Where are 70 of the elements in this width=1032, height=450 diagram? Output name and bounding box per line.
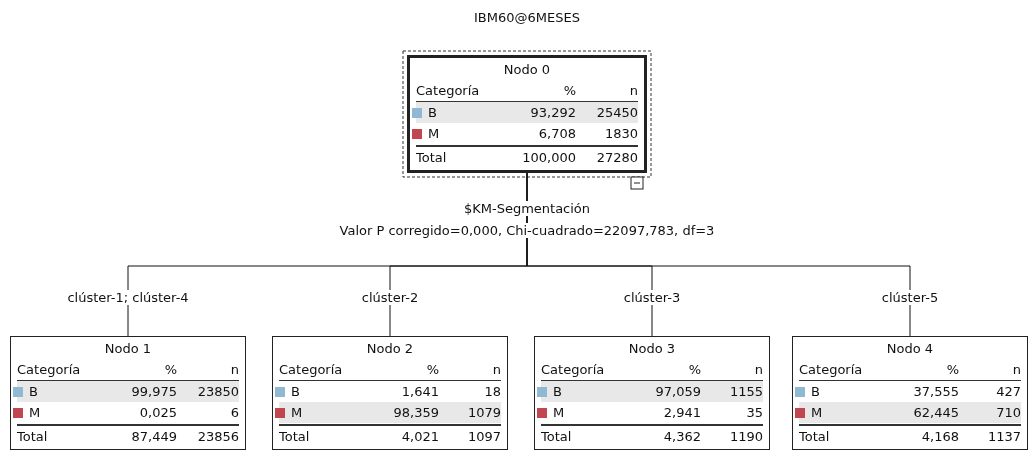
category-name: B <box>29 383 38 401</box>
category-name: Total <box>799 428 830 446</box>
percent-value: 4,021 <box>400 428 439 446</box>
count-value: 1137 <box>986 428 1021 446</box>
column-header: n <box>753 361 763 379</box>
node-heading: Nodo 1 <box>103 340 153 358</box>
percent-value: 2,941 <box>662 404 701 422</box>
tree-node-box <box>534 336 770 450</box>
column-header: % <box>425 361 439 379</box>
category-name: B <box>428 104 437 122</box>
tree-branch-line <box>526 172 911 337</box>
count-value: 1097 <box>466 428 501 446</box>
count-value: 6 <box>229 404 239 422</box>
count-value: 1830 <box>603 125 638 143</box>
percent-value: 100,000 <box>521 149 576 167</box>
category-name: B <box>811 383 820 401</box>
count-value: 710 <box>995 404 1021 422</box>
column-header: n <box>628 82 638 100</box>
column-header: Categoría <box>279 361 343 379</box>
column-header: % <box>562 82 576 100</box>
category-name: M <box>291 404 303 422</box>
category-name: Total <box>416 149 447 167</box>
percent-value: 4,362 <box>662 428 701 446</box>
tree-node-box <box>792 336 1028 450</box>
percent-value: 4,168 <box>920 428 959 446</box>
category-name: Total <box>541 428 572 446</box>
count-value: 427 <box>995 383 1021 401</box>
percent-value: 99,975 <box>130 383 177 401</box>
category-name: M <box>811 404 823 422</box>
category-name: M <box>29 404 41 422</box>
count-value: 1079 <box>466 404 501 422</box>
percent-value: 6,708 <box>537 125 576 143</box>
node-heading: Nodo 0 <box>502 61 552 79</box>
percent-value: 98,359 <box>392 404 439 422</box>
count-value: 1155 <box>728 383 763 401</box>
count-value: 18 <box>483 383 501 401</box>
category-name: Total <box>279 428 310 446</box>
node-heading: Nodo 3 <box>627 340 677 358</box>
category-name: M <box>428 125 440 143</box>
count-value: 23856 <box>196 428 239 446</box>
percent-value: 87,449 <box>130 428 177 446</box>
tree-node-box <box>272 336 508 450</box>
percent-value: 1,641 <box>400 383 439 401</box>
column-header: Categoría <box>416 82 480 100</box>
column-header: % <box>687 361 701 379</box>
category-name: B <box>291 383 300 401</box>
percent-value: 97,059 <box>654 383 701 401</box>
percent-value: 0,025 <box>138 404 177 422</box>
column-header: % <box>945 361 959 379</box>
percent-value: 93,292 <box>529 104 576 122</box>
column-header: n <box>229 361 239 379</box>
column-header: Categoría <box>799 361 863 379</box>
column-header: % <box>163 361 177 379</box>
category-name: B <box>553 383 562 401</box>
percent-value: 37,555 <box>912 383 959 401</box>
count-value: 1190 <box>728 428 763 446</box>
node-heading: Nodo 4 <box>885 340 935 358</box>
tree-node-box <box>10 336 246 450</box>
percent-value: 62,445 <box>912 404 959 422</box>
column-header: Categoría <box>541 361 605 379</box>
column-header: Categoría <box>17 361 81 379</box>
column-header: n <box>491 361 501 379</box>
category-name: M <box>553 404 565 422</box>
count-value: 25450 <box>595 104 638 122</box>
count-value: 23850 <box>196 383 239 401</box>
count-value: 27280 <box>595 149 638 167</box>
count-value: 35 <box>745 404 763 422</box>
column-header: n <box>1011 361 1021 379</box>
category-name: Total <box>17 428 48 446</box>
node-heading: Nodo 2 <box>365 340 415 358</box>
